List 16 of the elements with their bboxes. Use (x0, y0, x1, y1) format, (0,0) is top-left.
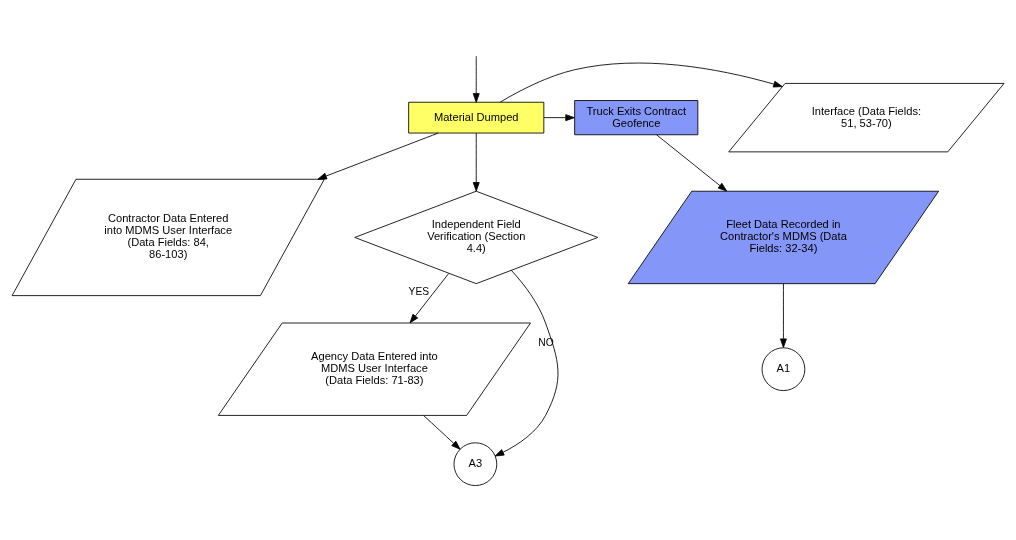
node-circle: A1 (761, 346, 806, 391)
arrow (472, 55, 480, 103)
arrow (494, 269, 559, 456)
edge-label: YES (408, 285, 430, 297)
arrow (780, 282, 787, 348)
node-box: Material Dumped (408, 101, 545, 133)
arrow (656, 134, 728, 191)
arrow (423, 414, 461, 450)
edge-label: NO (538, 336, 554, 348)
arrow (409, 272, 450, 323)
node-box: Truck Exits Contract Geofence (574, 99, 699, 135)
arrow (317, 132, 439, 180)
arrow (499, 62, 783, 103)
arrow (543, 113, 575, 121)
arrow (472, 132, 480, 191)
node-diamond: Independent Field Verification (Section 4.4) (354, 190, 599, 284)
